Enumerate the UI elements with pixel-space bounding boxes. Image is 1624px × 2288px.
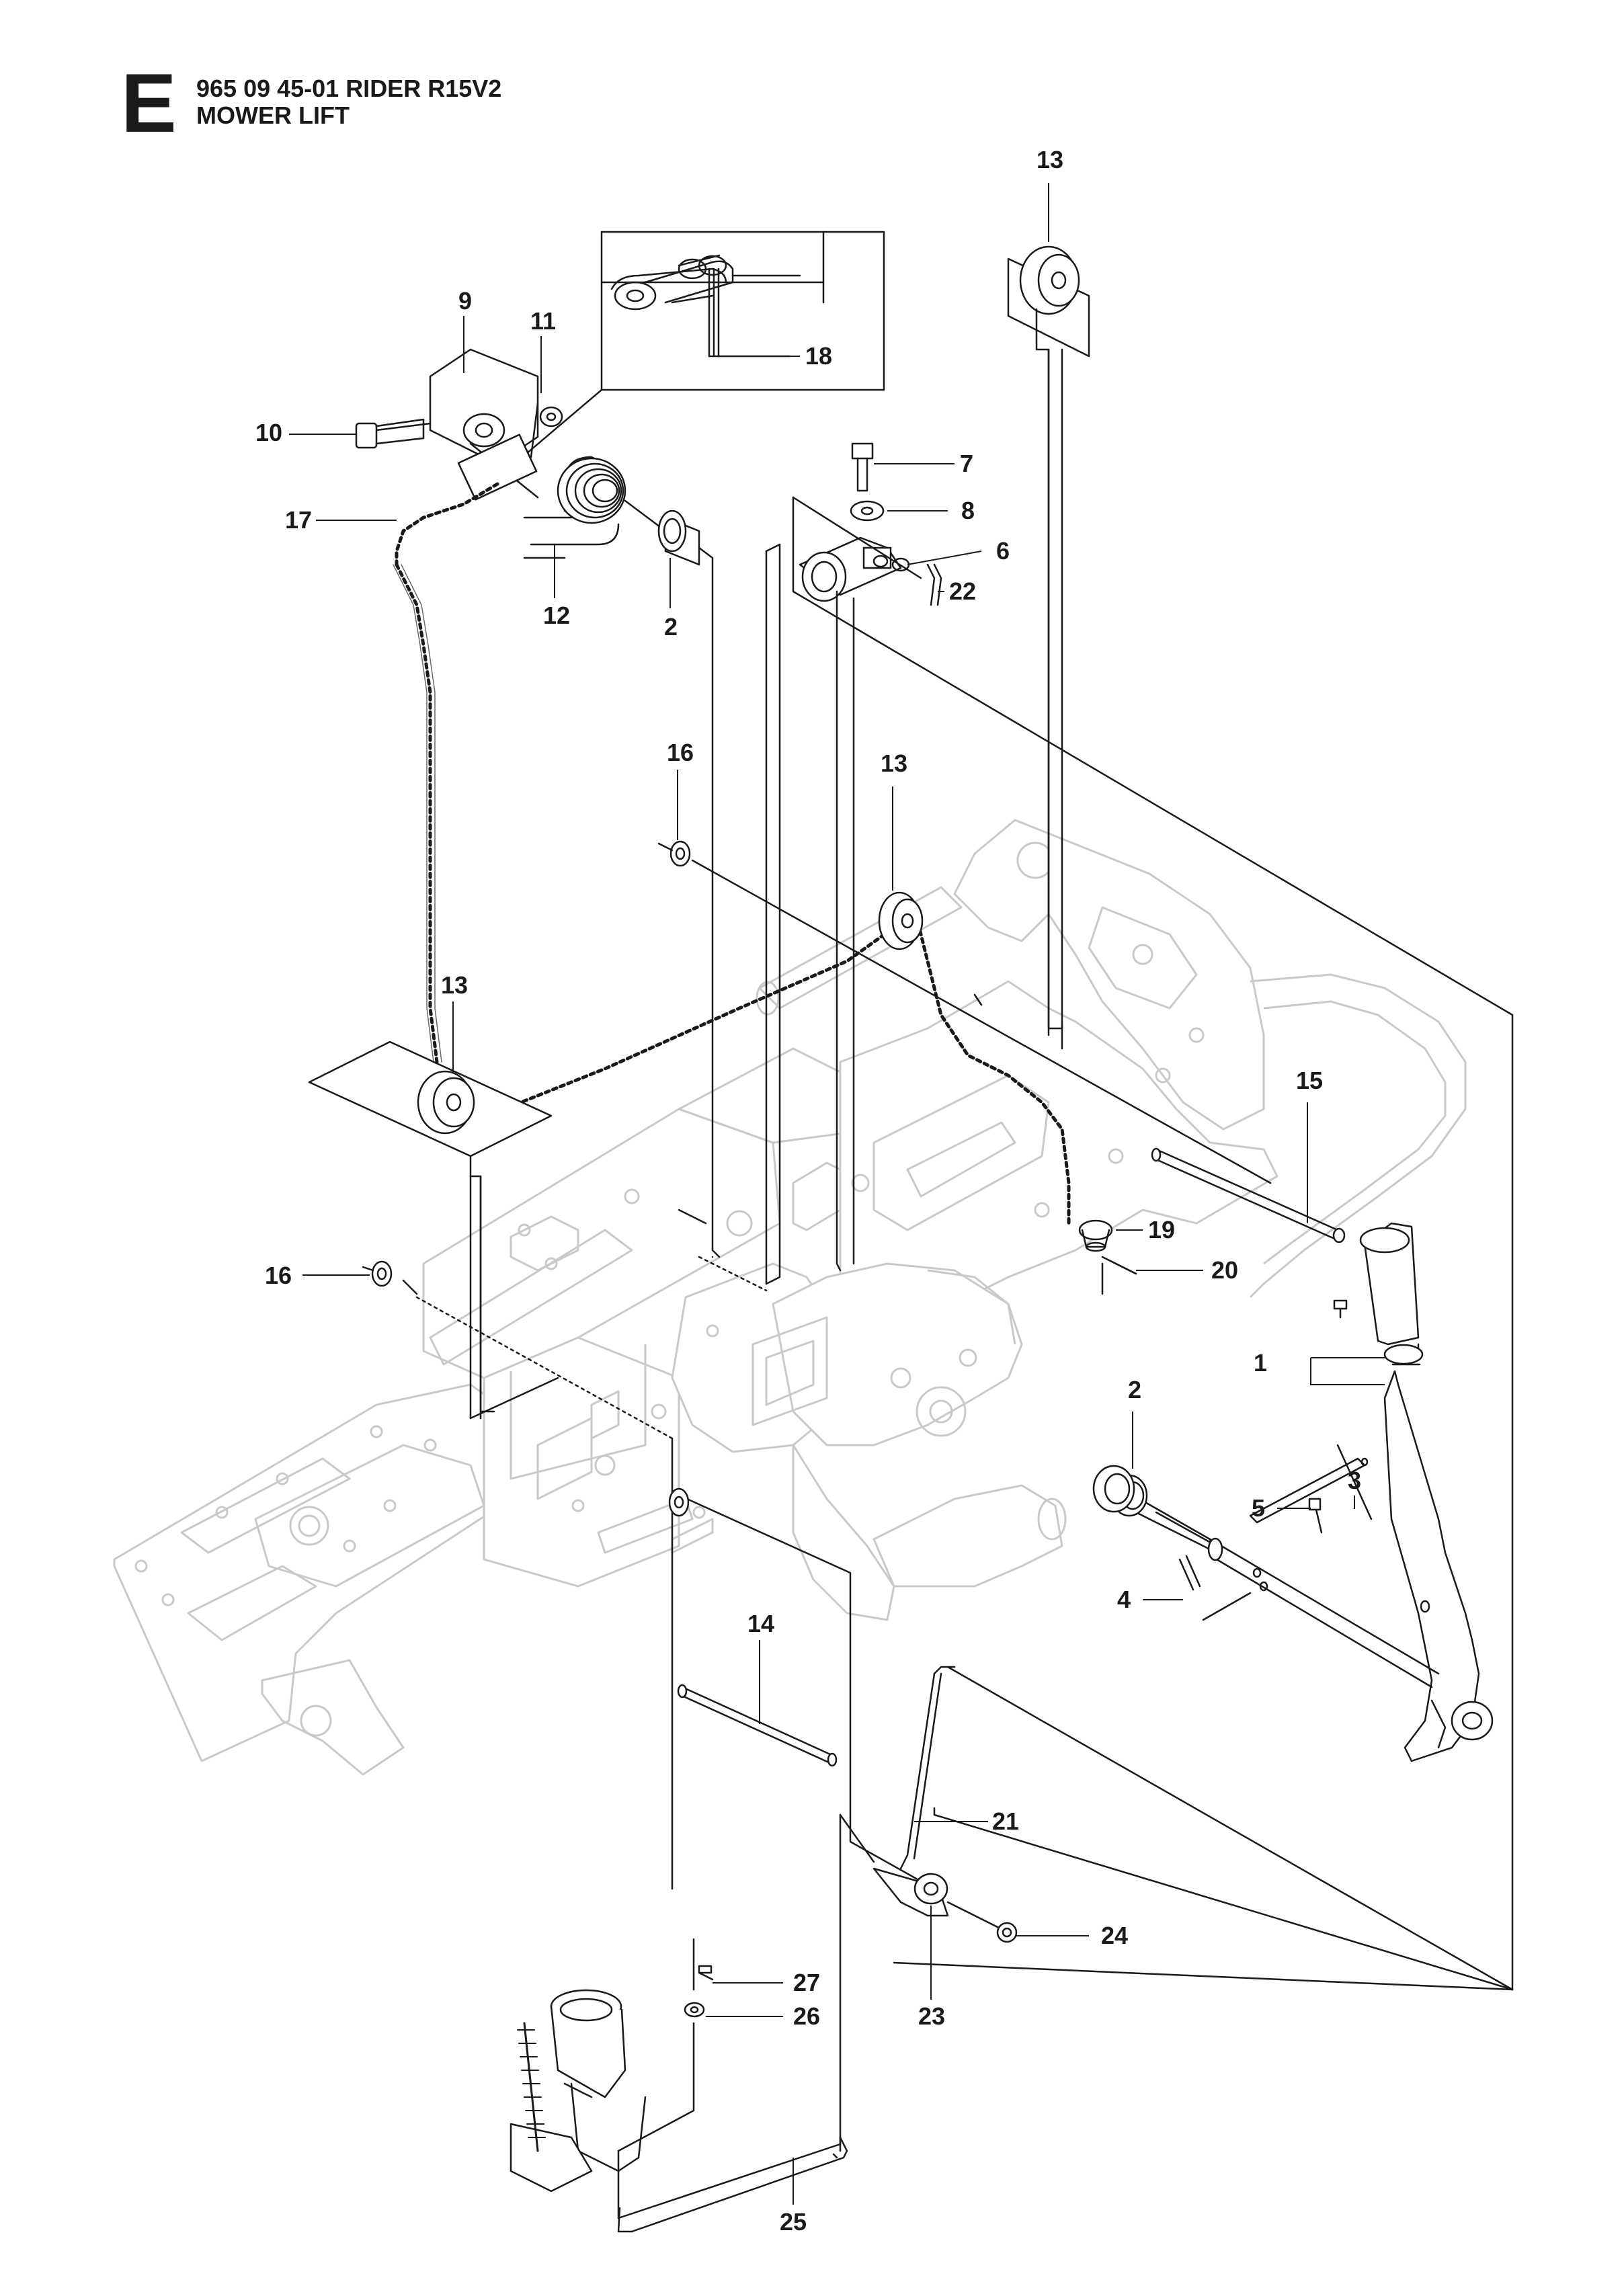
foot-pedal-assembly [510, 1938, 848, 2233]
pulley-13-left [308, 1040, 559, 1420]
callout-27: 27 [793, 1969, 820, 1996]
clip-16-lower [362, 1209, 768, 1890]
callout-9: 9 [458, 287, 472, 315]
callout-23: 23 [918, 2002, 945, 2030]
callout-labels: 13 18 9 11 10 17 12 2 7 8 6 22 16 13 13 … [255, 146, 1361, 2236]
bushing-19-pin-20 [1078, 1219, 1137, 1295]
detail-inset-chain-link [489, 231, 885, 485]
parts-line-art [308, 231, 1514, 2233]
callout-8: 8 [961, 497, 975, 524]
link-rod-21 [839, 1666, 1514, 2152]
callout-20: 20 [1211, 1256, 1238, 1284]
chain-17 [395, 482, 1071, 1225]
callout-19: 19 [1148, 1216, 1175, 1243]
callout-13-middle: 13 [881, 749, 907, 777]
pulley-13-middle [878, 891, 924, 950]
callout-2-right: 2 [1128, 1376, 1141, 1403]
callout-1: 1 [1254, 1349, 1267, 1377]
callout-15: 15 [1296, 1067, 1323, 1094]
callout-17: 17 [285, 506, 312, 534]
callout-4: 4 [1117, 1586, 1131, 1613]
callout-22: 22 [949, 577, 976, 605]
callout-11: 11 [530, 307, 556, 335]
callout-18: 18 [805, 342, 832, 370]
callout-3: 3 [1348, 1467, 1361, 1494]
callout-12: 12 [543, 602, 570, 629]
callout-24: 24 [1101, 1922, 1128, 1949]
spring-12-and-bushing-2 [523, 456, 721, 1258]
rod-14 [668, 1487, 936, 1890]
callout-10: 10 [255, 419, 282, 446]
callout-6: 6 [996, 537, 1010, 565]
callout-5: 5 [1252, 1494, 1265, 1522]
bracket-6-cluster [765, 442, 1514, 1285]
callout-25: 25 [780, 2208, 807, 2236]
chassis-frame-drawing [113, 819, 1467, 1776]
part-number-line: 965 09 45-01 RIDER R15V2 [196, 75, 502, 102]
callout-16-top: 16 [667, 739, 694, 766]
rod-15 [1151, 1147, 1346, 1243]
clip-16-top [657, 840, 1272, 1184]
callout-2-top: 2 [664, 613, 678, 641]
assembly-name: MOWER LIFT [196, 101, 350, 129]
callout-26: 26 [793, 2002, 820, 2030]
chain-17-outline [393, 564, 442, 1063]
bushing-2-right [1092, 1465, 1135, 1513]
callout-13-left: 13 [441, 971, 468, 999]
callout-21: 21 [992, 1807, 1019, 1835]
callout-13-top: 13 [1037, 146, 1063, 173]
pulley-13-top [1007, 245, 1090, 1050]
bracket-9-assembly [355, 348, 563, 501]
section-letter: E [121, 57, 177, 150]
callout-7: 7 [960, 450, 973, 477]
callout-leaders [289, 183, 1385, 2205]
callout-16-lower: 16 [265, 1262, 292, 1289]
diagram-header: 965 09 45-01 RIDER R15V2 MOWER LIFT [196, 75, 501, 128]
lift-arm-1-assembly [1110, 1222, 1494, 1762]
callout-14: 14 [747, 1610, 774, 1637]
